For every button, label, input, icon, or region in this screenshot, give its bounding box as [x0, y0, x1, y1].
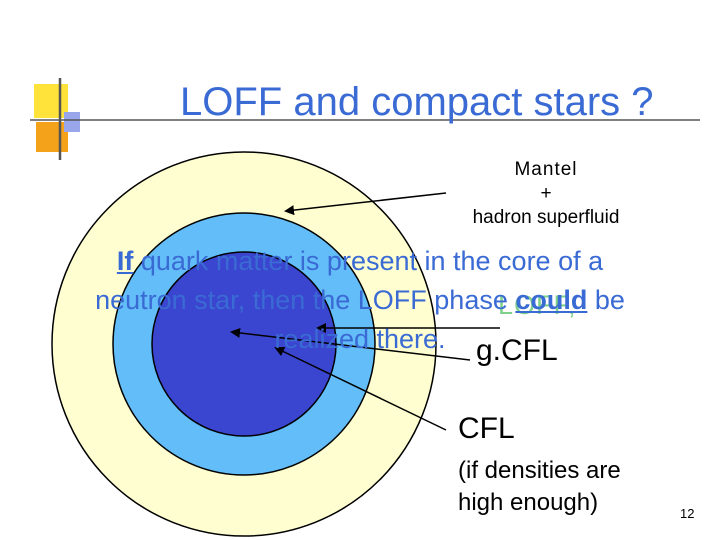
cfl-note: (if densities are high enough) — [458, 455, 621, 519]
loff-label: LOFF, — [498, 290, 577, 320]
overlay-text-2a: neutron star, then the LOFF phase — [95, 285, 516, 315]
overlay-statement: If quark matter is present in the core o… — [40, 242, 680, 359]
page-number: 12 — [680, 506, 695, 521]
logo-yellow-square — [34, 84, 68, 118]
mantel-label: Mantel + hadron superfluid — [448, 158, 644, 230]
overlay-line-3: realized there. — [40, 320, 680, 359]
arrow-gcfl — [230, 327, 471, 361]
overlay-line-1: If quark matter is present in the core o… — [40, 242, 680, 281]
word-could: could — [515, 285, 588, 315]
arrow-mantel — [284, 192, 447, 216]
word-if: If — [116, 246, 134, 276]
cfl-note-line-1: (if densities are — [458, 457, 621, 484]
slide-title: LOFF and compact stars ? — [180, 80, 654, 124]
cfl-label: CFL — [458, 412, 515, 445]
logo-orange-square — [36, 122, 68, 152]
overlay-text-2b: be — [587, 285, 625, 315]
mantel-line-1: Mantel — [514, 159, 578, 180]
mantel-line-3: hadron superfluid — [472, 207, 620, 228]
arrow-cfl — [274, 346, 447, 431]
overlay-line-2: neutron star, then the LOFF phase could … — [40, 281, 680, 320]
mantel-line-2: + — [540, 183, 552, 204]
cfl-note-line-2: high enough) — [458, 489, 599, 516]
overlay-text-1: quark matter is present in the core of a — [133, 246, 604, 276]
overlay-text-3: realized there. — [274, 324, 446, 354]
logo-blue-square — [64, 112, 80, 132]
gcfl-label: g.CFL — [476, 334, 558, 367]
